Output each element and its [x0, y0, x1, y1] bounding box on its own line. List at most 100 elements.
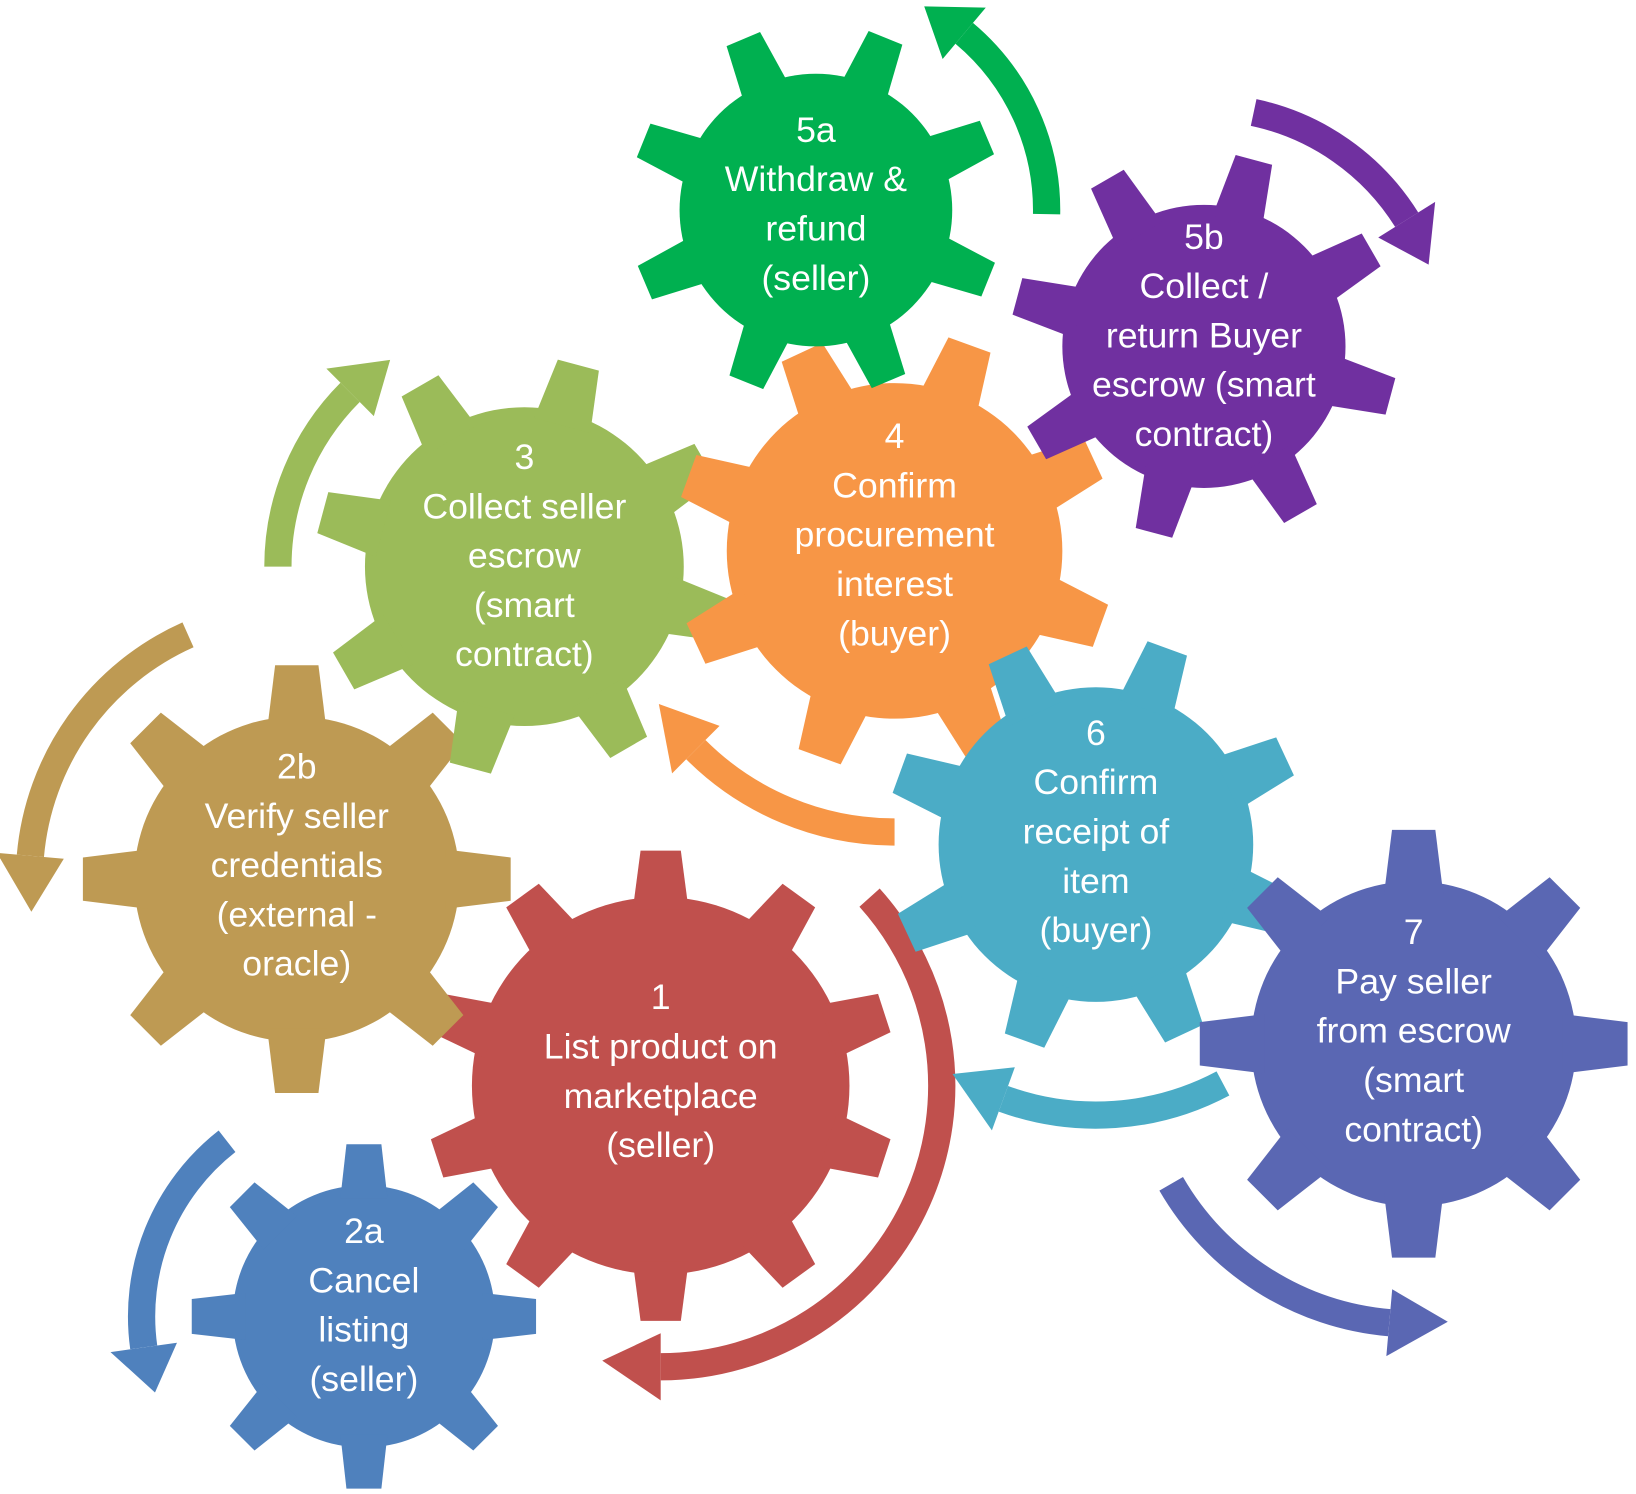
gear-body	[134, 716, 460, 1042]
arrowhead-icon	[602, 1333, 661, 1401]
gear-tooth	[1199, 1014, 1265, 1074]
gear-tooth	[1384, 829, 1444, 895]
gear-label-line: contract)	[1135, 414, 1274, 454]
arrowhead-icon	[952, 1067, 1015, 1131]
gear-tooth	[1091, 169, 1162, 248]
gear-tooth	[340, 1144, 388, 1199]
gear-tooth	[839, 30, 903, 105]
gear-tooth	[1021, 438, 1103, 514]
gear-body	[938, 687, 1254, 1002]
gear-label-line: (smart	[474, 585, 575, 625]
gear-tooth	[401, 375, 477, 455]
gear-tooth	[1321, 354, 1396, 415]
gear-label-line: receipt of	[1023, 811, 1170, 851]
gear-label-line: (buyer)	[1039, 910, 1152, 950]
arrowhead-icon	[924, 6, 986, 60]
gear-body	[232, 1185, 495, 1448]
gear-tooth	[1498, 877, 1581, 960]
gear-label-line: Withdraw &	[725, 159, 907, 199]
arrowhead-icon	[326, 359, 391, 417]
gear-label-line: 5b	[1184, 217, 1224, 257]
gear-label-line: return Buyer	[1106, 315, 1302, 355]
gear-tooth	[632, 850, 689, 910]
gear-tooth	[482, 1292, 537, 1340]
gear-label-line: 1	[651, 977, 671, 1017]
gear-tooth	[892, 753, 971, 823]
gear-label-line: Verify seller	[205, 796, 389, 836]
gear-tooth	[841, 314, 906, 389]
gear-tooth	[1246, 444, 1317, 524]
gear-tooth	[430, 1182, 498, 1250]
gear-tooth	[637, 235, 712, 300]
gear-label-line: listing	[318, 1310, 409, 1350]
gear-tooth	[381, 963, 464, 1046]
gear-label-line: contract)	[455, 634, 594, 674]
gear-label-line: (seller)	[606, 1125, 715, 1165]
gear-tooth	[1027, 388, 1106, 460]
gear-tooth	[229, 1383, 297, 1451]
gear-tooth	[340, 1434, 388, 1489]
gear-tooth	[267, 1028, 327, 1094]
gear-tooth	[919, 120, 995, 185]
gear-tooth	[1135, 463, 1196, 538]
gear-label-line: refund	[765, 208, 866, 248]
gear-body	[1062, 204, 1346, 488]
gear-tooth	[381, 712, 464, 795]
gear-tooth	[572, 678, 648, 758]
gear-label-line: 3	[514, 437, 534, 477]
gear-label-line: Pay seller	[1335, 961, 1492, 1001]
arrow-arc-6	[998, 1071, 1230, 1129]
arrowhead-icon	[658, 703, 720, 774]
gear-tooth	[726, 31, 791, 107]
gear-tooth	[897, 879, 978, 952]
gear-tooth	[1247, 1128, 1330, 1211]
arrow-arc-7	[1159, 1176, 1391, 1337]
gear-tooth	[191, 1292, 246, 1340]
gear-label-line: (seller)	[309, 1359, 418, 1399]
gear-tooth	[686, 588, 768, 664]
gear-tooth	[636, 123, 711, 187]
arrowhead-icon	[1386, 1289, 1448, 1357]
arrow-arc-2a	[128, 1130, 236, 1350]
gear-tooth	[449, 700, 515, 774]
gear-tooth	[918, 337, 991, 417]
gear-label-line: interest	[836, 564, 953, 604]
arrow-arc-2b	[16, 622, 194, 858]
gear-tooth	[819, 993, 891, 1058]
gear-tooth	[798, 685, 871, 765]
arrow-arc-1	[660, 888, 956, 1381]
gear-label-line: (buyer)	[838, 613, 951, 653]
gear-label-line: Confirm	[832, 465, 957, 505]
gear-tooth	[819, 1113, 891, 1178]
gear-label-line: contract)	[1344, 1109, 1483, 1149]
gear-label-line: Confirm	[1034, 762, 1159, 802]
gear-body	[726, 383, 1063, 719]
arrow-arc-5a	[955, 22, 1061, 215]
gear-label-line: 7	[1404, 912, 1424, 952]
gear-tooth	[1118, 641, 1187, 720]
gear-label-line: (seller)	[761, 258, 870, 298]
arrow-arc-3	[264, 382, 360, 567]
gear-label-line: 5a	[796, 110, 836, 150]
gear-tooth	[130, 712, 213, 795]
arrowhead-icon	[110, 1342, 177, 1393]
gear-tooth	[1212, 154, 1273, 229]
gear-tooth	[229, 1182, 297, 1250]
gear-tooth	[1029, 574, 1109, 647]
gear-tooth	[988, 646, 1062, 727]
gear-label-line: escrow (smart	[1092, 365, 1316, 405]
gear-tooth	[921, 233, 995, 297]
gear-tooth	[430, 1113, 502, 1178]
